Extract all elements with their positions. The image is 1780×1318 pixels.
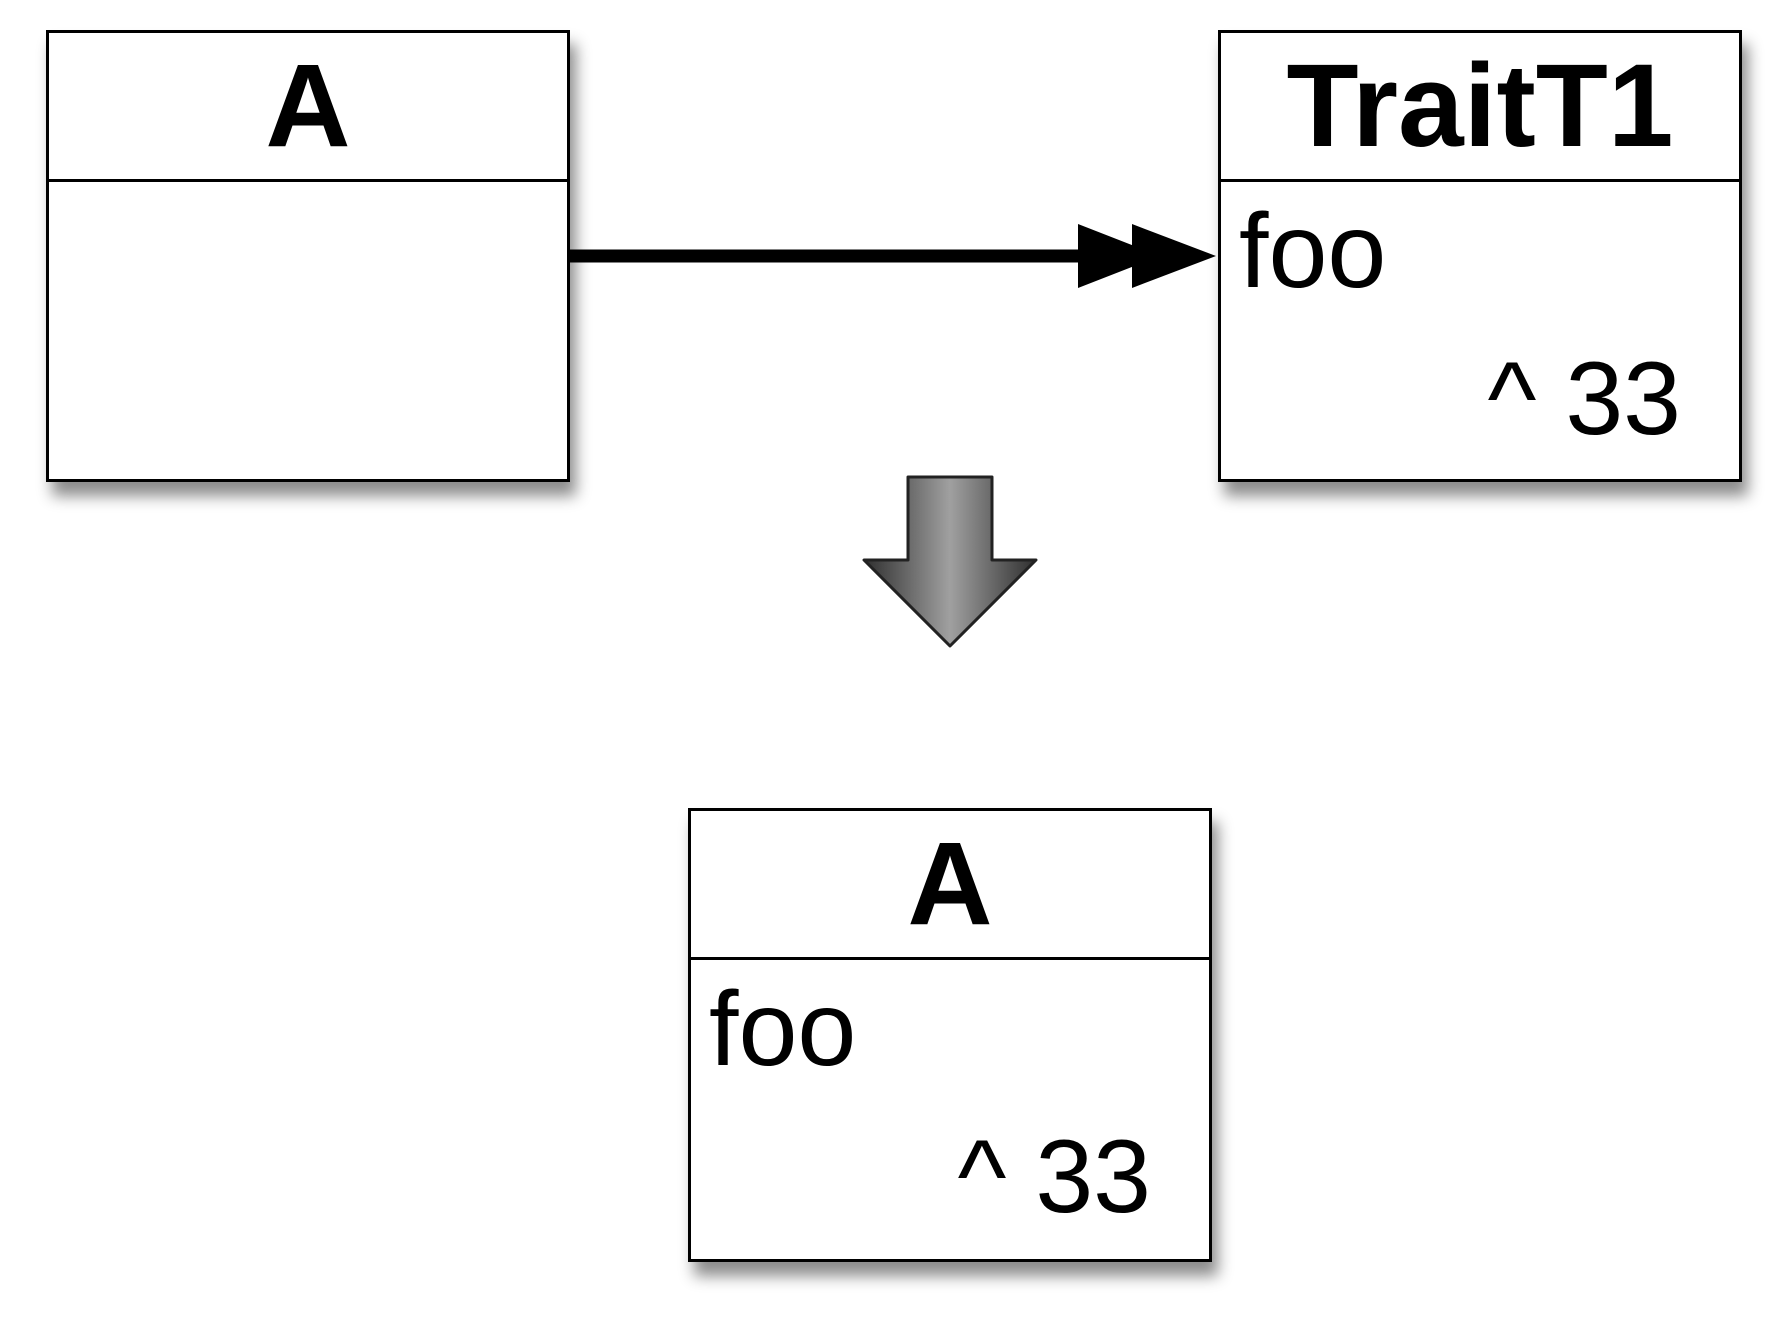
connector-arrowhead-front	[1132, 224, 1216, 288]
trait-t1-method-body: ^ 33	[1487, 341, 1681, 457]
result-class-method-body: ^ 33	[957, 1119, 1151, 1235]
flatten-down-arrow	[862, 475, 1038, 648]
class-a-header: A	[49, 33, 567, 182]
result-class-title: A	[907, 818, 993, 950]
result-class-header: A	[691, 811, 1209, 960]
class-a-title: A	[265, 40, 351, 172]
result-class-method-name: foo	[709, 970, 857, 1088]
result-class-box: A foo ^ 33	[688, 808, 1212, 1262]
connector-arrowhead-back	[1078, 224, 1160, 288]
trait-t1-method-name: foo	[1239, 192, 1387, 310]
trait-t1-header: TraitT1	[1221, 33, 1739, 182]
uses-trait-connector	[557, 224, 1216, 288]
trait-t1-title: TraitT1	[1286, 40, 1674, 172]
trait-t1-box: TraitT1 foo ^ 33	[1218, 30, 1742, 482]
class-a-box: A	[46, 30, 570, 482]
